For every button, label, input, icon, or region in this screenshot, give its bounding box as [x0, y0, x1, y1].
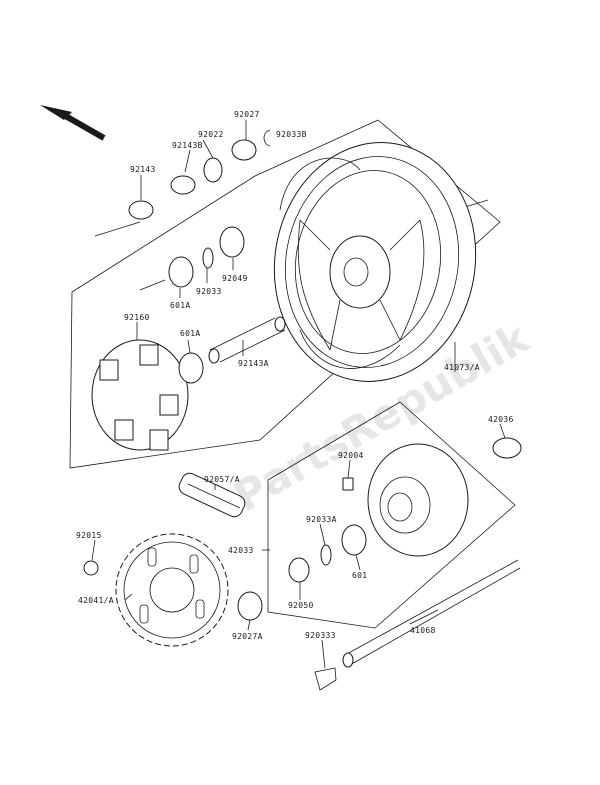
label-92027: 92027 [234, 110, 260, 119]
label-92022: 92022 [198, 130, 224, 139]
label-92143: 92143 [130, 165, 156, 174]
label-92004: 92004 [338, 451, 364, 460]
label-92033A: 92033A [306, 515, 337, 524]
part-labels: 92027 92033B 92022 92143B 92143 92049 92… [76, 110, 514, 641]
leader-lines [91, 120, 506, 669]
label-92050: 92050 [288, 601, 314, 610]
label-92160: 92160 [124, 313, 150, 322]
label-92143A: 92143A [238, 359, 269, 368]
label-601: 601 [352, 571, 367, 580]
rear-wheel-rim [273, 142, 477, 382]
label-92033B: 92033B [276, 130, 307, 139]
cush-drive-damper [91, 339, 189, 451]
label-92027A: 92027A [232, 632, 263, 641]
label-92033: 92033 [196, 287, 222, 296]
label-92143B: 92143B [172, 141, 203, 150]
hub-parts [83, 437, 522, 691]
direction-arrow-icon [40, 105, 106, 141]
hub-assembly-outline [267, 401, 516, 629]
label-41073A: 41073/A [444, 363, 480, 372]
rear-sprocket [115, 533, 229, 647]
label-42036: 42036 [488, 415, 514, 424]
label-92049: 92049 [222, 274, 248, 283]
wheel-assembly-outline [69, 119, 501, 469]
wheel-small-parts [128, 129, 286, 384]
label-42033: 42033 [228, 546, 254, 555]
label-601A-top: 601A [170, 301, 190, 310]
label-601A-mid: 601A [180, 329, 200, 338]
label-92057A: 92057/A [204, 475, 240, 484]
label-92015: 92015 [76, 531, 102, 540]
rear-axle [342, 559, 521, 668]
label-920333: 920333 [305, 631, 336, 640]
label-41068: 41068 [410, 626, 436, 635]
label-42041A: 42041/A [78, 596, 114, 605]
drive-chain [178, 472, 246, 518]
